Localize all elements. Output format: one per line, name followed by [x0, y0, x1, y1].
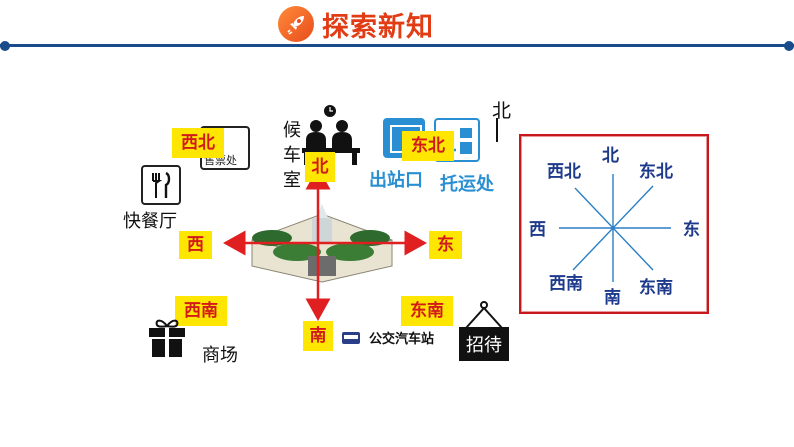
gift-icon	[149, 319, 185, 357]
label-southeast: 东南	[401, 296, 453, 326]
header-divider-dot-right	[784, 41, 794, 51]
label-west: 西	[179, 231, 212, 259]
compass-north: 北	[602, 146, 619, 166]
label-southwest: 西南	[175, 296, 227, 326]
north-indicator-label: 北	[492, 100, 512, 122]
compass-northwest: 西北	[547, 162, 581, 182]
bus-stop-label: 公交汽车站	[369, 332, 435, 347]
compass-northeast: 东北	[639, 162, 673, 182]
label-north: 北	[305, 152, 335, 182]
label-northeast: 东北	[402, 131, 454, 161]
page-title: 探索新知	[322, 11, 434, 43]
compass-rose-panel: 北 南 西 东 西北 东北 西南 东南	[519, 134, 709, 314]
label-south: 南	[303, 321, 333, 351]
consignment-label: 托运处	[440, 174, 494, 195]
reception-label: 招待	[459, 327, 509, 361]
header-divider	[0, 44, 794, 47]
rocket-icon	[278, 6, 314, 42]
compass-south: 南	[604, 288, 621, 308]
section-title: 探索新知	[278, 5, 434, 43]
compass-east: 东	[683, 220, 700, 240]
compass-rose-lines	[559, 174, 671, 282]
north-indicator-line	[496, 118, 498, 142]
restaurant-label: 快餐厅	[123, 211, 177, 232]
header-divider-dot-left	[0, 41, 10, 51]
restaurant-icon	[141, 165, 181, 205]
bus-icon	[342, 332, 360, 344]
waiting-room-label: 候 车 室	[283, 120, 301, 191]
label-northwest: 西北	[172, 128, 224, 158]
plaza-fountain-image	[251, 204, 393, 283]
exit-label: 出站口	[369, 170, 423, 191]
compass-southeast: 东南	[639, 278, 673, 298]
reception-sign-hanger	[465, 301, 503, 329]
label-east: 东	[429, 231, 462, 259]
mall-label: 商场	[202, 345, 238, 366]
compass-west: 西	[529, 220, 546, 240]
waiting-room-icon	[302, 105, 360, 165]
compass-southwest: 西南	[549, 274, 583, 294]
